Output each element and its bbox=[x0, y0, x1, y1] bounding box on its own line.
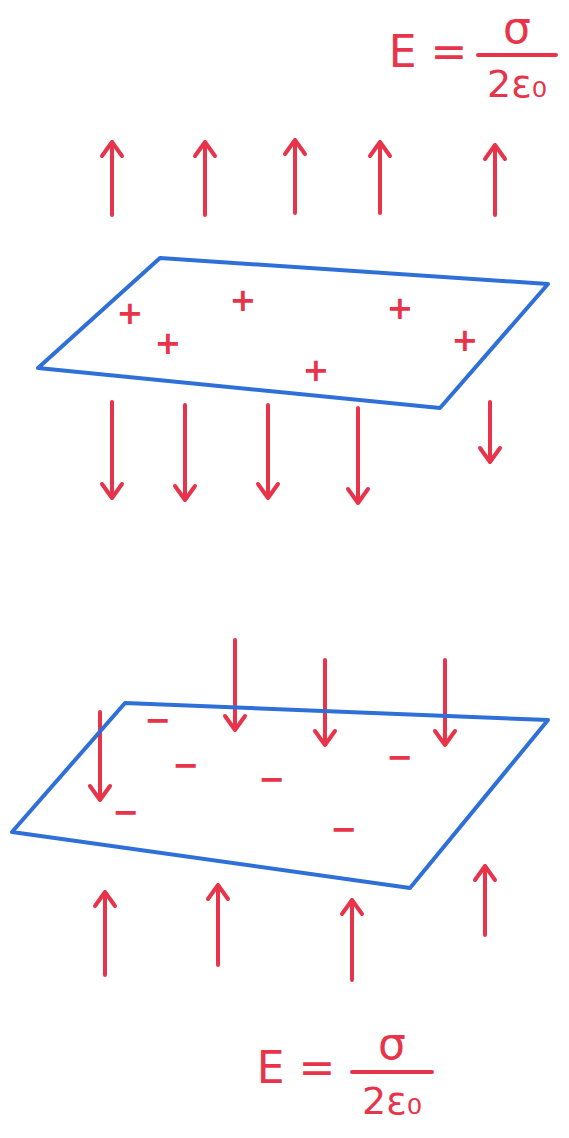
field-arrow bbox=[208, 885, 228, 965]
minus-charge: − bbox=[259, 763, 286, 795]
plus-charge: + bbox=[452, 324, 479, 356]
field-arrow bbox=[195, 142, 215, 215]
plus-charge: + bbox=[155, 327, 182, 359]
field-arrow bbox=[285, 140, 305, 213]
field-arrow bbox=[95, 892, 115, 975]
plus-charge: + bbox=[387, 292, 414, 324]
field-arrow bbox=[475, 866, 495, 935]
field-arrow bbox=[102, 402, 122, 498]
field-numerator: σ bbox=[503, 6, 531, 50]
field-arrow bbox=[480, 402, 500, 462]
field-arrow bbox=[258, 405, 278, 498]
field-arrow bbox=[225, 640, 245, 730]
sheet-outline bbox=[8, 698, 554, 892]
field-equals: E = bbox=[257, 1046, 336, 1090]
plus-charge: + bbox=[230, 284, 257, 316]
field-arrow bbox=[370, 142, 390, 213]
field-arrow bbox=[485, 145, 505, 215]
minus-charge: − bbox=[387, 741, 414, 773]
negative-sheet: −−−−−− bbox=[8, 698, 554, 892]
field-arrow bbox=[435, 660, 455, 745]
field-arrow bbox=[348, 408, 368, 503]
field-arrow bbox=[315, 660, 335, 745]
minus-charge: − bbox=[145, 704, 172, 736]
plus-charge: + bbox=[117, 297, 144, 329]
field-numerator: σ bbox=[378, 1022, 406, 1066]
minus-charge: − bbox=[173, 749, 200, 781]
minus-charge: − bbox=[331, 813, 358, 845]
field-arrow bbox=[175, 405, 195, 500]
field-arrow bbox=[342, 900, 362, 980]
positive-sheet: + + + + + + bbox=[36, 252, 552, 412]
field-denominator: 2ε₀ bbox=[487, 65, 547, 103]
field-arrow bbox=[102, 142, 122, 215]
plus-charge: + bbox=[303, 354, 330, 386]
field-equals: E = bbox=[389, 30, 468, 74]
field-denominator: 2ε₀ bbox=[362, 1082, 422, 1120]
minus-charge: − bbox=[113, 796, 140, 828]
